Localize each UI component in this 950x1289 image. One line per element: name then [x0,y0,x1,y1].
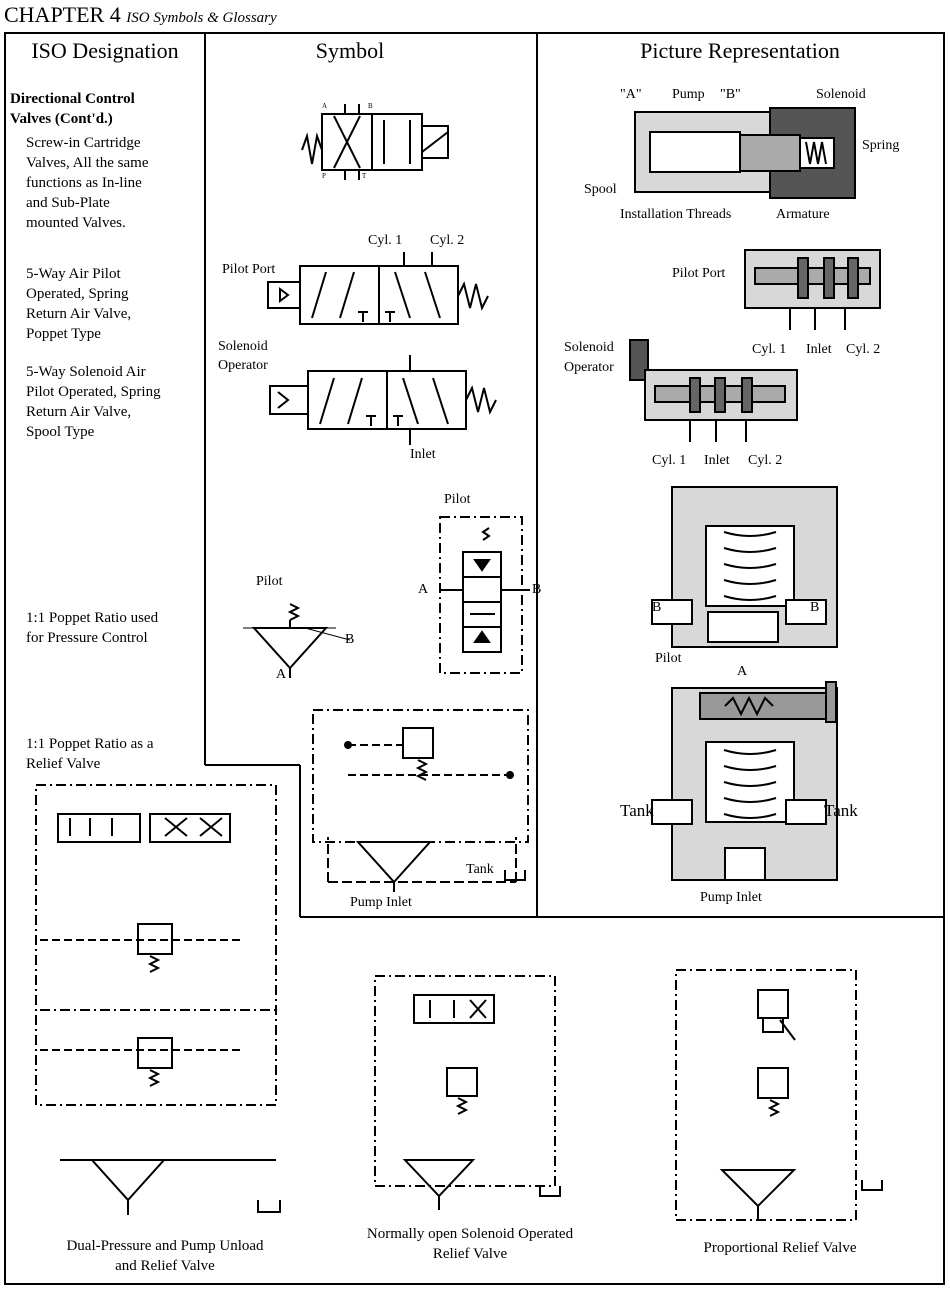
col-heading-picture: Picture Representation [640,38,840,63]
pic-spring-label: Spring [862,138,900,153]
pic-b-left-label: B [652,600,662,615]
pic-a-label: A [737,664,748,679]
symbol-tank-label: Tank [466,862,494,877]
air-pilot-valve-symbol [267,252,489,325]
relief-circuit-symbol [312,709,529,892]
pic-tank-left-label: Tank [620,801,654,820]
solenoid-valve-picture [629,339,798,442]
symbol-operator-label: Operator [218,358,268,373]
cartridge-valve-symbol [301,104,449,180]
col-heading-symbol: Symbol [315,38,385,63]
pic-b-quote-label: "B" [720,87,741,102]
pic-cyl1-label: Cyl. 1 [752,342,787,357]
pic-pump-label: Pump [672,87,705,102]
pic-solenoid-label: Solenoid [816,87,866,102]
pic-pump-inlet-label: Pump Inlet [700,890,762,905]
symbol-port-b: B [368,102,373,110]
symbol-port-a: A [322,102,328,110]
pressure-control-picture [651,486,838,648]
chapter-subtitle: ISO Symbols & Glossary [126,10,277,26]
pic-solenoid-line2-label: Operator [564,360,614,375]
symbol-port-b-label: B [532,582,542,597]
chapter-header: CHAPTER 4 ISO Symbols & Glossary [4,2,277,28]
col-heading-designation: ISO Designation [31,38,179,63]
solenoid-valve-symbol [269,355,497,445]
pic-inlet-label: Inlet [806,342,832,357]
pic-cyl1-label-2: Cyl. 1 [652,453,687,468]
poppet-a-label: A [276,667,287,682]
relief-valve-picture [651,681,838,881]
pilot-valve-symbol [439,516,530,674]
outer-border [4,32,945,1285]
pic-b-right-label: B [810,600,820,615]
pic-solenoid-line1-label: Solenoid [564,340,614,355]
symbol-port-p: P [322,172,326,180]
symbol-port-t: T [362,172,367,180]
poppet-b-label: B [345,632,355,647]
dual-pressure-circuit [35,784,281,1215]
symbol-cyl1-label: Cyl. 1 [368,233,403,248]
chapter-number: CHAPTER 4 [4,2,121,27]
poppet-pilot-label: Pilot [256,574,283,589]
cartridge-picture [634,107,856,199]
normally-open-circuit [374,975,561,1210]
pic-pilot-label: Pilot [655,651,682,666]
poppet-pressure-symbol [243,603,351,678]
symbol-pilot-label: Pilot [444,492,471,507]
symbol-cyl2-label: Cyl. 2 [430,233,465,248]
poppet-valve-picture [744,249,881,330]
pic-cyl2-label-2: Cyl. 2 [748,453,783,468]
symbol-solenoid-label: Solenoid [218,339,268,354]
pic-tank-right-label: Tank [824,801,858,820]
proportional-circuit [675,969,883,1221]
caption-dual-pressure: Dual-Pressure and Pump Unload and Relief… [66,1238,264,1274]
pic-installation-threads-label: Installation Threads [620,207,732,222]
pic-spool-label: Spool [584,182,617,197]
symbol-pilot-port-label: Pilot Port [222,262,276,277]
pic-inlet-label-2: Inlet [704,453,730,468]
symbol-pump-inlet-label: Pump Inlet [350,895,412,910]
symbol-port-a-label: A [418,582,429,597]
pic-armature-label: Armature [776,207,830,222]
pic-a-quote-label: "A" [620,87,642,102]
section-title: Directional Control Valves (Cont'd.) [10,91,135,127]
symbol-inlet-label: Inlet [410,447,436,462]
caption-proportional: Proportional Relief Valve [703,1240,857,1256]
pic-cyl2-label: Cyl. 2 [846,342,881,357]
caption-normally-open: Normally open Solenoid Operated Relief V… [366,1226,574,1262]
pic-pilot-port-label: Pilot Port [672,266,726,281]
